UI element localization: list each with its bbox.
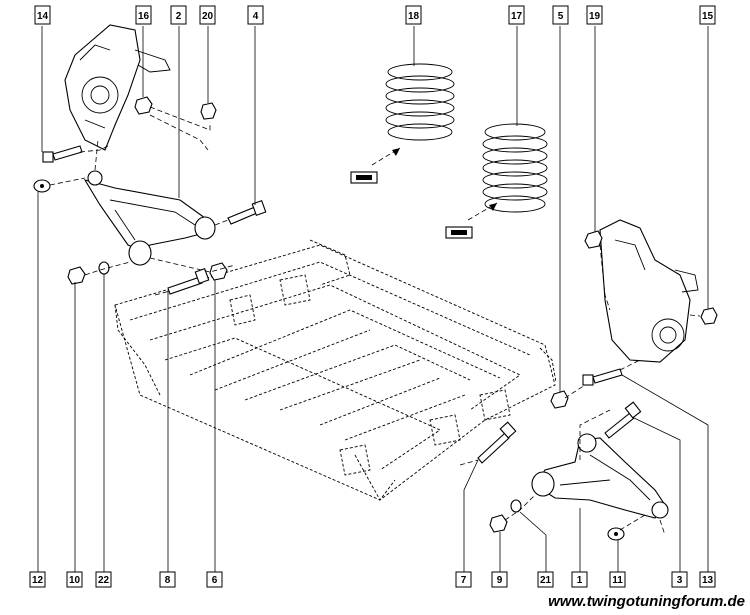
callout-5: 5: [552, 5, 569, 25]
callout-4: 4: [247, 5, 264, 25]
callout-17: 17: [508, 5, 525, 25]
leader-lines: [37, 26, 709, 572]
coil-spring-right: [482, 123, 548, 213]
svg-text:17: 17: [511, 11, 523, 22]
washer-21: [510, 499, 522, 513]
svg-text:12: 12: [32, 575, 44, 586]
left-steering-knuckle: [64, 24, 171, 151]
right-steering-knuckle: [599, 219, 699, 363]
bolt-4: [227, 199, 267, 225]
callout-11: 11: [609, 571, 626, 588]
svg-text:21: 21: [540, 575, 552, 586]
callout-16: 16: [135, 5, 152, 25]
nut-20: [200, 102, 217, 120]
washer-22: [98, 261, 110, 275]
nut-9: [489, 514, 508, 533]
right-lower-wishbone: [531, 433, 669, 519]
watermark-text: www.twingotuningforum.de: [548, 593, 745, 610]
bolt-8: [167, 267, 210, 295]
svg-text:22: 22: [98, 575, 110, 586]
svg-text:11: 11: [612, 575, 623, 586]
svg-text:2: 2: [176, 11, 182, 22]
bolt-3: [604, 401, 642, 439]
assembly-lines: [49, 106, 701, 536]
svg-text:9: 9: [497, 575, 503, 586]
callout-19: 19: [586, 5, 603, 25]
svg-text:18: 18: [408, 11, 420, 22]
svg-text:6: 6: [212, 575, 218, 586]
svg-text:7: 7: [461, 575, 467, 586]
svg-text:14: 14: [37, 11, 49, 22]
nut-15: [700, 307, 718, 325]
svg-text:19: 19: [589, 11, 601, 22]
spring-seat-marker-left: [350, 147, 401, 184]
callout-14: 14: [34, 5, 51, 25]
callout-21: 21: [537, 571, 554, 588]
svg-text:8: 8: [165, 575, 171, 586]
svg-text:16: 16: [138, 11, 150, 22]
svg-text:13: 13: [702, 575, 714, 586]
callout-7: 7: [455, 571, 472, 588]
svg-text:3: 3: [677, 575, 683, 586]
bolt-14: [42, 145, 83, 163]
nut-10: [67, 266, 86, 285]
spring-seat-marker-right: [445, 202, 498, 239]
svg-text:1: 1: [577, 575, 583, 586]
bolt-13: [582, 368, 623, 386]
callout-13: 13: [699, 571, 716, 588]
coil-spring-left: [385, 63, 455, 141]
nut-16: [134, 96, 153, 115]
washer-11: [607, 527, 625, 541]
svg-text:4: 4: [253, 11, 259, 22]
callout-3: 3: [671, 571, 688, 588]
svg-text:5: 5: [558, 11, 564, 22]
callout-8: 8: [159, 571, 176, 588]
callout-1: 1: [571, 571, 588, 588]
callout-22: 22: [95, 571, 112, 588]
callout-10: 10: [66, 571, 83, 588]
left-lower-wishbone: [83, 170, 216, 266]
washer-12: [33, 179, 51, 193]
svg-text:10: 10: [69, 575, 81, 586]
svg-text:15: 15: [702, 11, 714, 22]
callout-15: 15: [699, 5, 716, 25]
nut-5: [550, 390, 569, 409]
callout-20: 20: [199, 5, 216, 25]
callout-2: 2: [170, 5, 187, 25]
callout-12: 12: [29, 571, 46, 588]
front-subframe: [114, 239, 557, 501]
nut-19: [584, 230, 603, 249]
callout-18: 18: [405, 5, 422, 25]
svg-text:20: 20: [202, 11, 214, 22]
callout-9: 9: [491, 571, 508, 588]
callout-6: 6: [206, 571, 223, 588]
nut-6: [209, 262, 228, 281]
bolt-7: [477, 421, 517, 464]
